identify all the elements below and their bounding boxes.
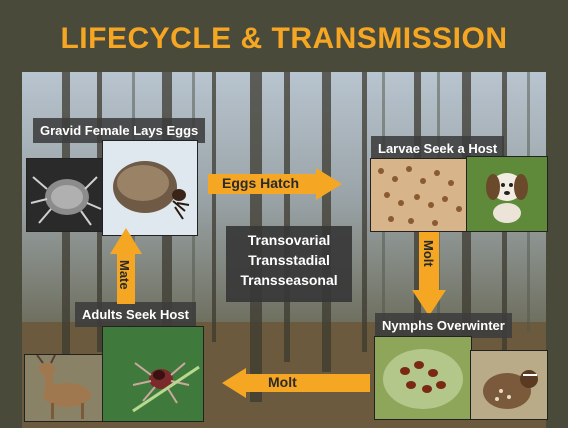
eggs-hatch-label: Eggs Hatch: [222, 175, 299, 191]
deer-photo: [24, 354, 104, 422]
tick-sem-photo: [26, 158, 104, 232]
molt-bottom-label: Molt: [268, 374, 297, 390]
transmission-item: Transstadial: [226, 250, 352, 270]
dog-photo: [466, 156, 548, 232]
transmission-item: Transovarial: [226, 230, 352, 250]
mate-label: Mate: [117, 260, 132, 290]
transmission-box: Transovarial Transstadial Transseasonal: [226, 226, 352, 302]
stage-label-nymphs: Nymphs Overwinter: [375, 313, 512, 338]
slide-title: LIFECYCLE & TRANSMISSION: [0, 22, 568, 56]
quail-photo: [470, 350, 548, 420]
molt-right-label: Molt: [421, 240, 436, 267]
transmission-item: Transseasonal: [226, 270, 352, 290]
nymphs-photo: [374, 336, 472, 420]
larvae-photo: [370, 158, 468, 232]
stage-label-adults: Adults Seek Host: [75, 302, 196, 327]
adult-tick-photo: [102, 326, 204, 422]
engorged-tick-photo: [102, 140, 198, 236]
